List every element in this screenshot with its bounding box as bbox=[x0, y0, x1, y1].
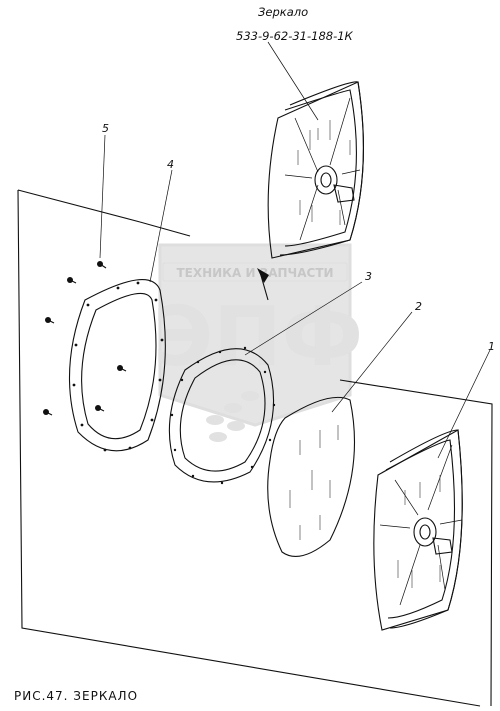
screws-group bbox=[43, 261, 127, 416]
callout-3: 3 bbox=[365, 270, 372, 283]
figure-caption: РИС.47. ЗЕРКАЛО bbox=[14, 689, 138, 703]
callout-5: 5 bbox=[102, 122, 109, 135]
glass-part-2 bbox=[267, 396, 356, 557]
screw-6 bbox=[95, 405, 105, 412]
leader-lines bbox=[99, 41, 491, 459]
screw-5 bbox=[43, 409, 53, 416]
mounting-plane-outline bbox=[17, 189, 493, 707]
callout-2: 2 bbox=[415, 300, 422, 313]
watermark-text: ТЕХНИКА И ЗАПЧАСТИ bbox=[176, 266, 333, 280]
top-mirror-assembly bbox=[267, 81, 364, 259]
seal-ring-part-3 bbox=[168, 346, 276, 485]
callout-1: 1 bbox=[488, 340, 495, 353]
mirror-title: Зеркало bbox=[258, 5, 308, 19]
plane-edge bbox=[139, 221, 191, 237]
mirror-part-number: 533-9-62-31-188-1К bbox=[236, 29, 354, 43]
watermark: ТЕХНИКА И ЗАПЧАСТИ ЭПФ bbox=[153, 243, 363, 442]
screw-2 bbox=[67, 277, 77, 284]
screw-4 bbox=[117, 365, 127, 372]
screw-1 bbox=[97, 261, 107, 269]
screw-3 bbox=[45, 317, 55, 324]
housing-part-1 bbox=[373, 429, 463, 631]
callout-4: 4 bbox=[167, 158, 174, 171]
frame-part-4 bbox=[68, 279, 166, 452]
assembly-arrow bbox=[257, 268, 269, 301]
watermark-wheat-icon bbox=[206, 391, 259, 442]
